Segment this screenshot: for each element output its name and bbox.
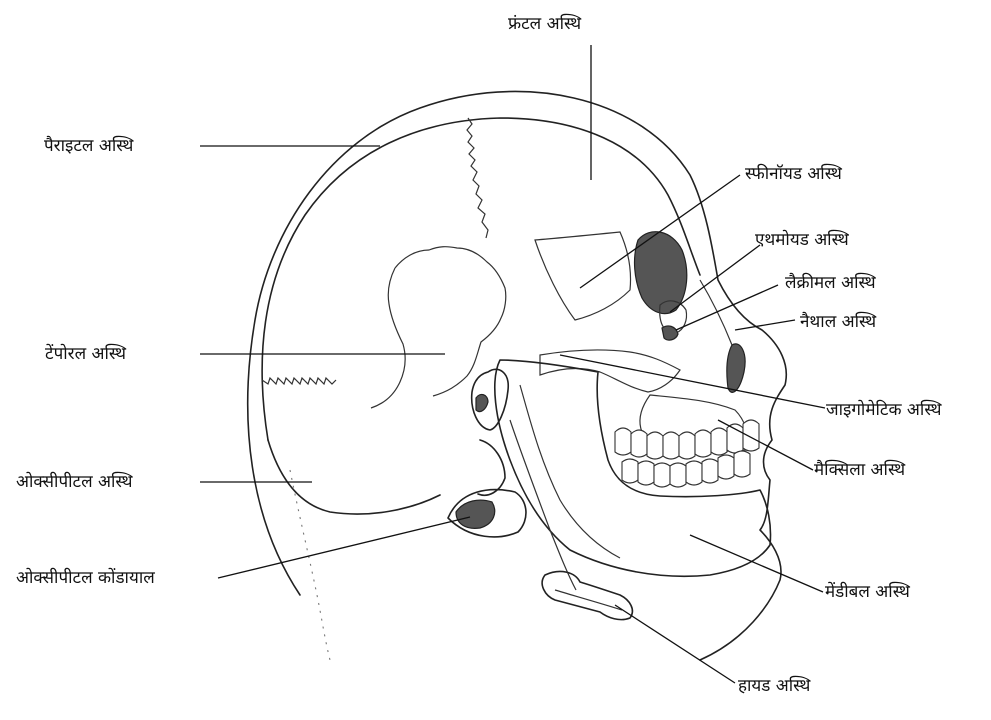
label-nasal: नैथाल अस्थि [800,312,876,332]
label-occipital-condyle: ओक्सीपीटल कोंडायाल [16,568,155,588]
label-mandible: मेंडीबल अस्थि [825,582,910,602]
leader-lacrimal [676,285,778,330]
leader-mandible [690,535,823,592]
neck-back-outline [290,470,330,660]
coronal-suture [467,118,488,238]
temporal-squama-left [371,268,405,408]
lacrimal-shape [662,326,678,340]
ear-dark [476,395,488,412]
label-occipital: ओक्सीपीटल अस्थि [16,472,133,492]
label-parietal: पैराइटल अस्थि [44,136,133,156]
styloid-outline [510,420,576,590]
label-sphenoid: स्फीनॉयड अस्थि [745,164,842,184]
label-ethmoid: एथमोयड अस्थि [755,230,849,250]
label-zygomatic: जाइगोमेटिक अस्थि [826,400,941,420]
sphenoid-outline [535,232,631,320]
lambdoid-suture [262,378,336,384]
nasal-shape [727,344,745,392]
label-lacrimal: लैक्रीमल अस्थि [785,273,876,293]
mastoid-outline [478,440,505,495]
occipital-condyle-shape [456,500,495,528]
label-hyoid: हायड अस्थि [738,676,810,696]
hyoid-shape [542,571,632,619]
label-maxilla: मैक्सिला अस्थि [814,460,905,480]
label-temporal: टेंपोरल अस्थि [45,344,126,364]
leader-hyoid [615,605,735,683]
cranium-outline [262,118,700,440]
leader-nasal [735,320,795,330]
zygomatic-outline [540,350,680,392]
squamous-suture [395,247,506,396]
occipital-outline [268,440,440,514]
mandible-ramus-inner [520,385,620,558]
label-frontal: फ्रंटल अस्थि [508,14,581,34]
leader-occipital-condyle [218,517,470,578]
